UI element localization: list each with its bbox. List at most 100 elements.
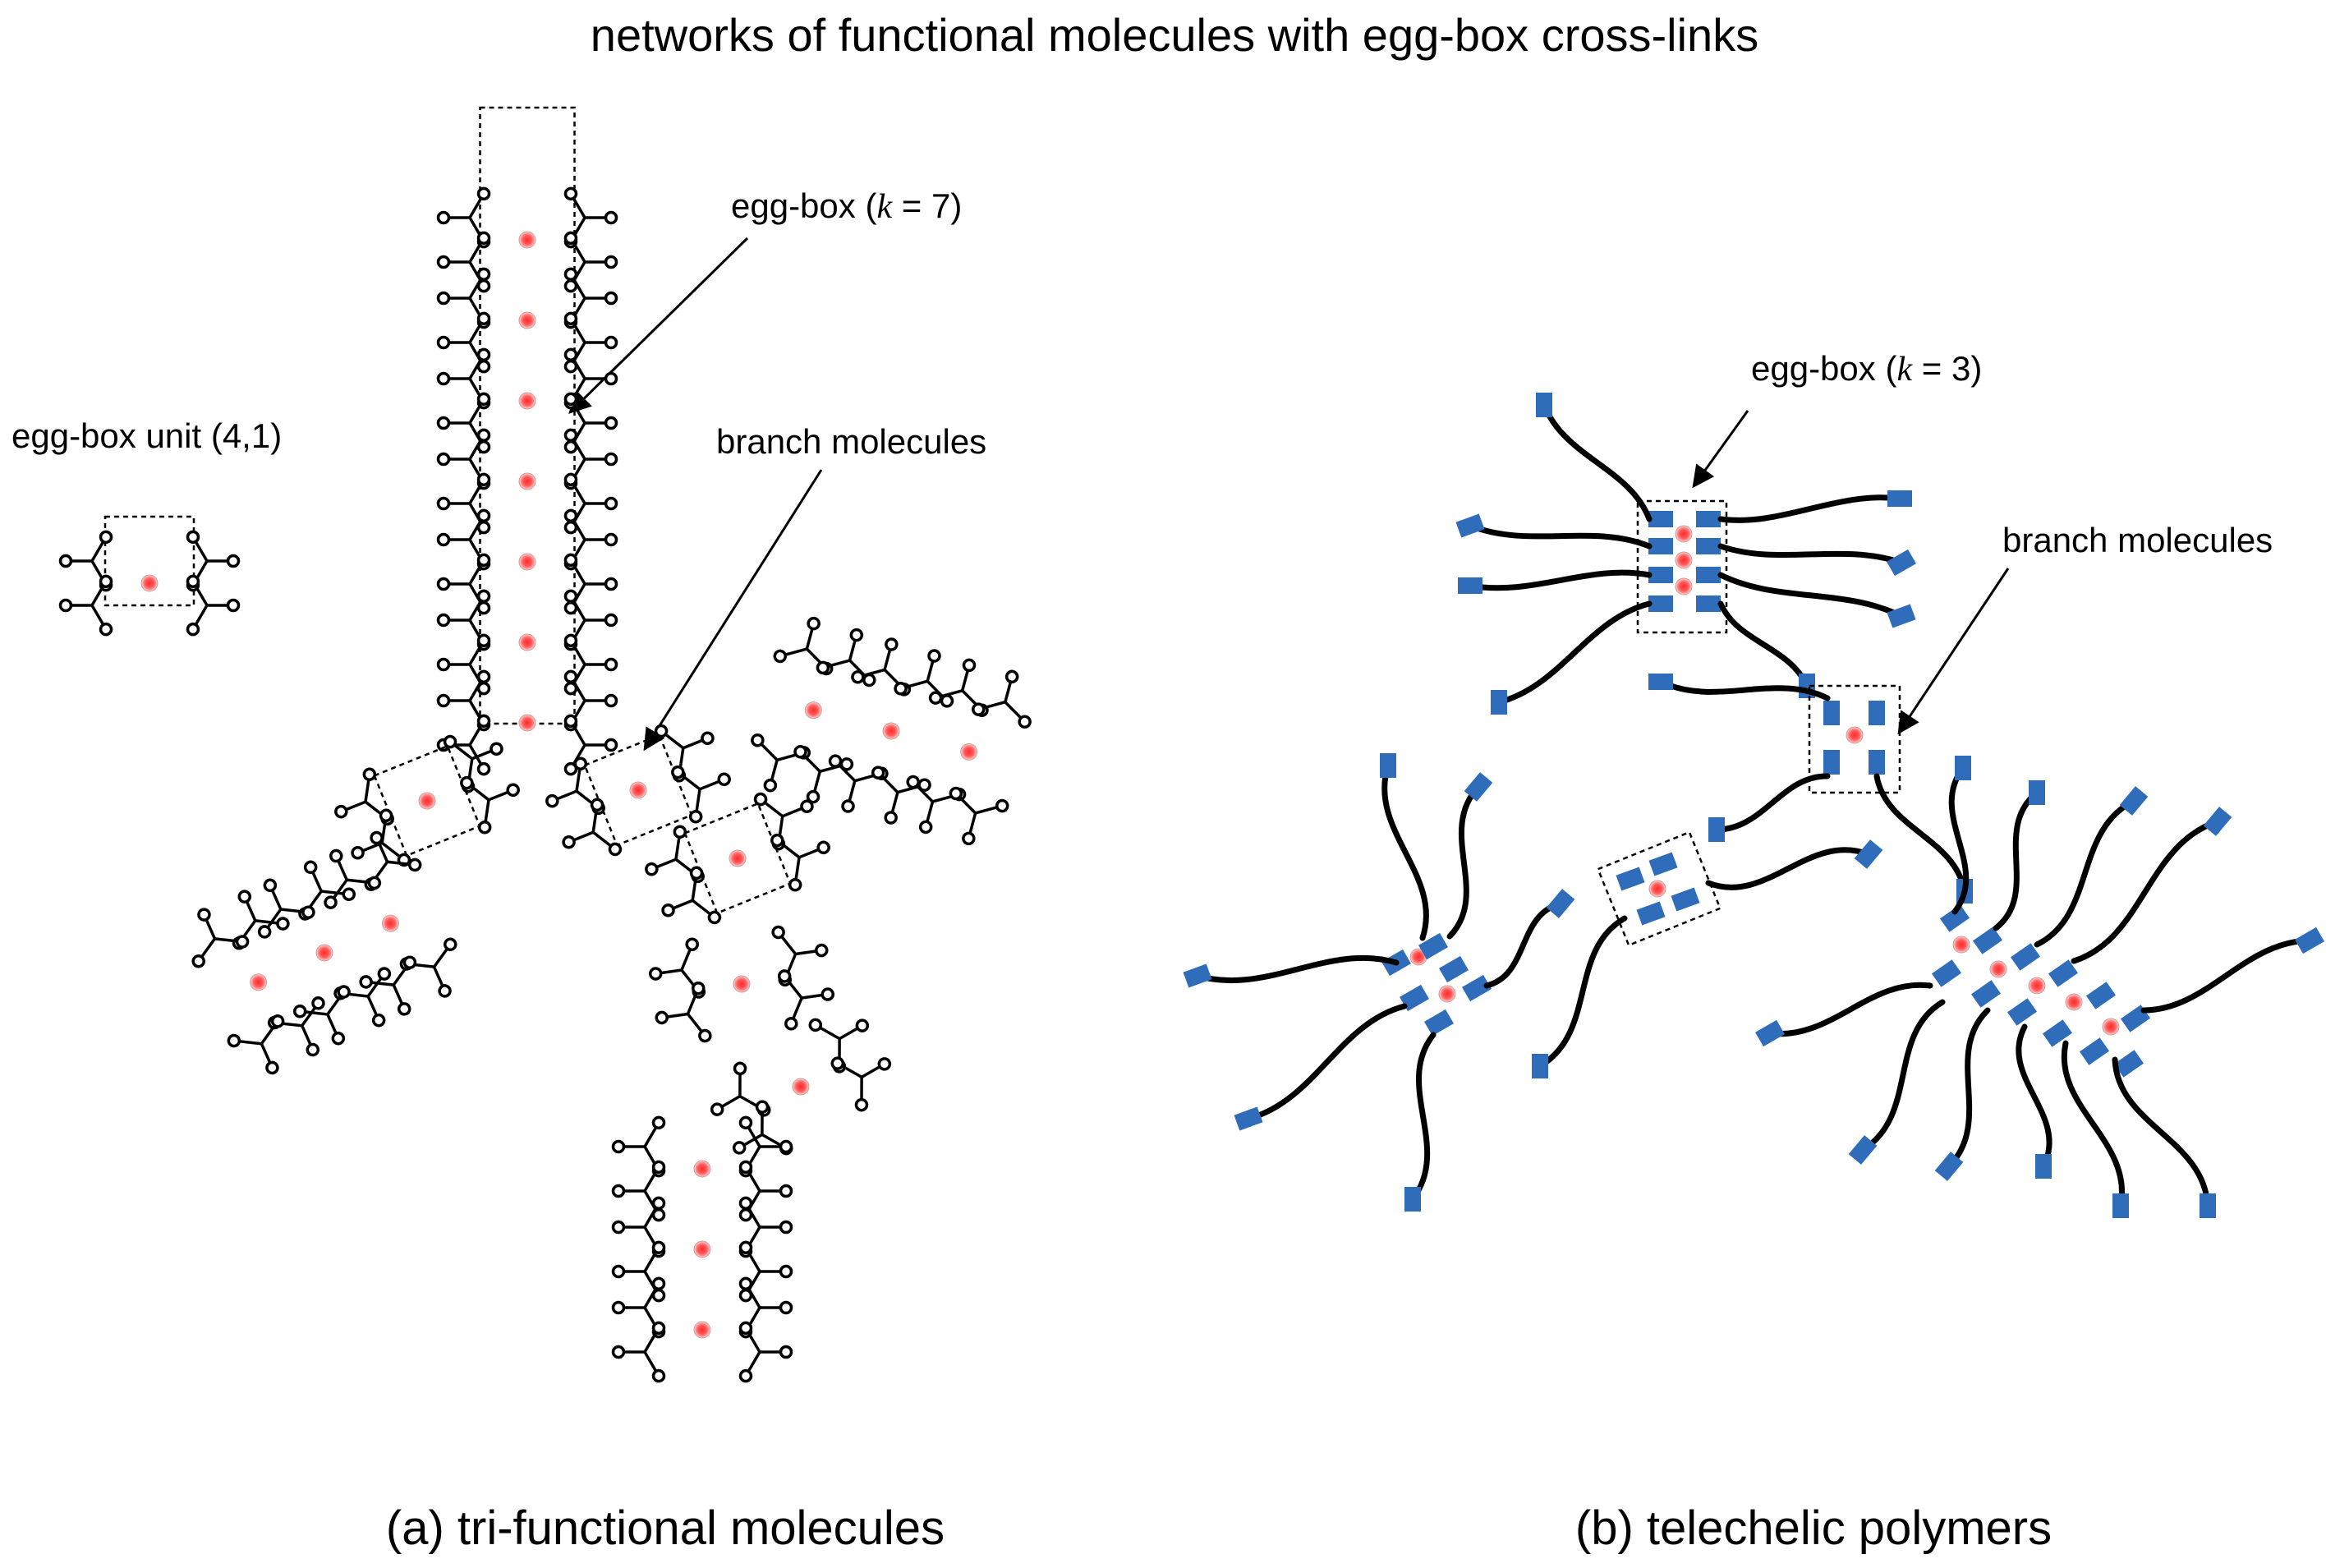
tri-molecule [186, 574, 241, 637]
end-group [1755, 1019, 1785, 1047]
polymer-chain [1467, 569, 1653, 591]
eggbox-frame [1597, 830, 1722, 947]
tri-molecule [710, 1061, 771, 1117]
unit-label: egg-box unit (4,1) [11, 416, 282, 455]
end-group [2007, 998, 2038, 1026]
tri-molecule [562, 798, 623, 857]
eggbox-unit-4-1 [58, 515, 241, 637]
tilted-box-b [1532, 830, 1883, 1078]
tri-molecule [227, 1014, 285, 1075]
ion [518, 311, 536, 329]
end-group [1696, 595, 1721, 612]
branch-center [545, 724, 731, 857]
polymer-chain [1409, 1032, 1437, 1202]
polymer-chain [1873, 773, 1968, 894]
tri-molecule [671, 765, 731, 824]
arrow-eggbox-k7 [568, 237, 749, 414]
end-group [1183, 963, 1212, 988]
tri-molecule [732, 1100, 793, 1156]
polymer-chain [2034, 798, 2137, 948]
tri-molecule [191, 908, 250, 968]
tri-molecule [770, 833, 830, 892]
end-group [1696, 567, 1721, 583]
chain-mid [648, 925, 835, 1043]
end-group [2200, 1193, 2216, 1218]
end-group [2048, 959, 2079, 987]
end-group [1696, 511, 1721, 527]
ion [1675, 577, 1693, 595]
polymer-chain [1657, 678, 1831, 701]
eggbox-k7 [436, 106, 618, 776]
tri-molecule [655, 981, 712, 1043]
branch-left [334, 734, 520, 867]
end-group [1696, 538, 1721, 554]
end-group [1934, 1152, 1964, 1181]
tri-molecule [808, 1018, 870, 1074]
branch-box-b [1648, 674, 1973, 904]
eggbox-k7-label-pre: egg-box ( [731, 186, 876, 225]
tri-molecule [611, 1240, 666, 1303]
end-group [2112, 1193, 2129, 1218]
ion [518, 633, 536, 651]
end-group [1823, 750, 1840, 775]
polymer-chain [1948, 765, 1970, 915]
cluster-right [1755, 756, 2324, 1218]
end-group [1462, 974, 1492, 1002]
tri-molecule [359, 955, 417, 1016]
end-group [2029, 780, 2045, 805]
ion [1675, 551, 1693, 569]
end-group [1972, 927, 2003, 954]
end-group [1648, 538, 1673, 554]
arrow-eggbox-k3 [1692, 410, 1749, 489]
end-group [1616, 867, 1645, 891]
polymer-chain [1717, 600, 1810, 689]
polymer-chain [1245, 1003, 1408, 1122]
end-group [1439, 955, 1469, 983]
end-group [1648, 511, 1673, 527]
tri-molecule [351, 808, 411, 867]
tri-molecule [563, 472, 618, 535]
tri-molecule [611, 1160, 666, 1222]
branch-right [645, 792, 830, 925]
end-group [1887, 549, 1916, 577]
polymer-chain [1496, 600, 1653, 706]
end-group [1458, 577, 1482, 594]
end-group [2042, 1019, 2073, 1047]
k7-stack [436, 186, 618, 776]
ion [804, 701, 822, 720]
ion [629, 781, 647, 799]
end-group [1464, 772, 1493, 802]
tri-molecule [738, 1160, 793, 1222]
end-group [1848, 1135, 1878, 1165]
end-group [1955, 756, 1971, 780]
tri-molecule [751, 733, 811, 793]
polymer-chain [1194, 954, 1400, 984]
end-group [1970, 980, 2002, 1008]
polymer-chain [1446, 784, 1482, 940]
end-group [2035, 1154, 2052, 1179]
tri-molecule [58, 574, 113, 637]
polymer-chain [1717, 572, 1905, 619]
polymer-chain [1705, 847, 1872, 890]
eggbox-frame [103, 515, 195, 607]
eggbox-k3-label-post: = 3) [1912, 349, 1982, 388]
eggbox-k3 [1455, 393, 1916, 715]
ion [1648, 880, 1666, 898]
end-group [1380, 753, 1396, 778]
end-group [1939, 904, 1970, 932]
polymer-chain [1467, 522, 1653, 549]
tri-molecule [563, 392, 618, 454]
tri-molecule [563, 311, 618, 374]
end-group [1648, 595, 1673, 612]
ion [729, 849, 747, 867]
polymer-chain [1859, 999, 1946, 1153]
polymer-chain [1767, 982, 1933, 1037]
ion [960, 743, 978, 761]
tri-molecule [753, 792, 814, 851]
tri-molecule [436, 633, 491, 696]
end-group [2119, 786, 2149, 816]
end-group [1636, 901, 1666, 926]
tri-molecule [563, 553, 618, 615]
ion [140, 574, 159, 592]
end-group [1400, 984, 1429, 1012]
